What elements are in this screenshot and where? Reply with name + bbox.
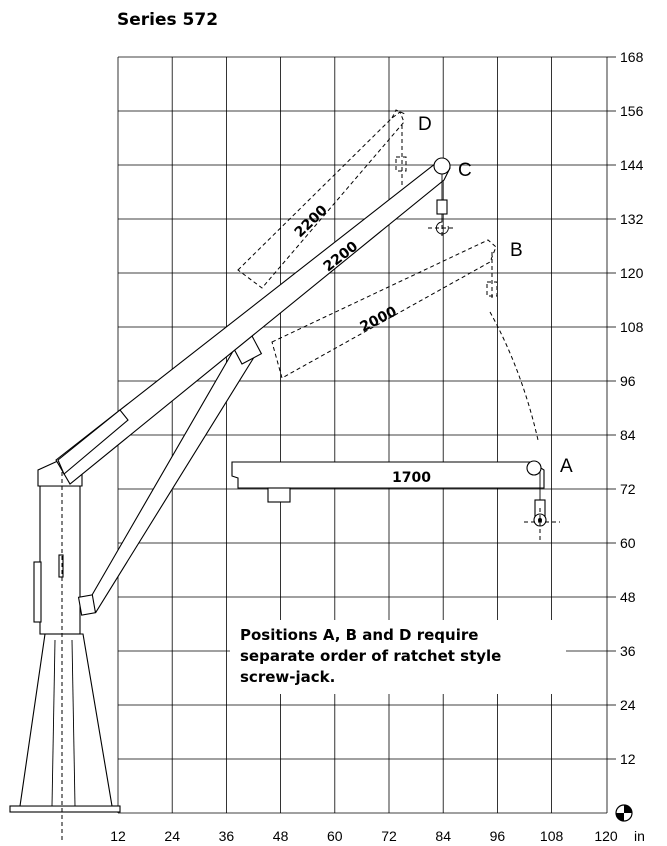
y-tick-label: 36 [620, 643, 636, 659]
note-background [230, 620, 566, 694]
y-axis-tick-labels: 12 24 36 48 60 72 84 96 108 120 132 144 156 168 [620, 49, 644, 767]
y-tick-label: 144 [620, 157, 644, 173]
note-line-1: Positions A, B and D require [240, 626, 478, 644]
x-tick-label: 24 [164, 828, 180, 844]
y-tick-label: 168 [620, 49, 644, 65]
boom-position-a: 1700 [231, 460, 560, 540]
x-tick-label: 60 [327, 828, 343, 844]
boom-d-label: 2200 [292, 202, 331, 241]
base-plate [9, 805, 121, 813]
x-tick-label: 96 [490, 828, 506, 844]
x-tick-label: 48 [273, 828, 289, 844]
y-tick-label: 72 [620, 481, 636, 497]
boom-a-label: 1700 [392, 470, 431, 486]
y-tick-label: 48 [620, 589, 636, 605]
x-tick-label: 36 [219, 828, 235, 844]
y-tick-label: 12 [620, 751, 636, 767]
y-tick-label: 96 [620, 373, 636, 389]
mast-side-plate [33, 561, 42, 623]
x-axis-tick-labels: 12 24 36 48 60 72 84 96 108 120 [110, 828, 618, 844]
x-tick-label: 72 [381, 828, 397, 844]
quarter-circle-target-icon [615, 804, 633, 822]
position-label-c: C [458, 160, 472, 181]
y-tick-label: 84 [620, 427, 636, 443]
position-label-b: B [510, 240, 523, 261]
crane-mast [9, 458, 121, 840]
position-label-a: A [560, 456, 573, 477]
x-axis-unit: in [634, 828, 645, 844]
y-tick-label: 156 [620, 103, 644, 119]
mast-slot [58, 554, 64, 578]
diagram-title: Series 572 [117, 10, 218, 30]
y-tick-label: 120 [620, 265, 644, 281]
boom-b-label: 2000 [358, 304, 400, 336]
grid [117, 56, 616, 814]
x-tick-label: 108 [540, 828, 564, 844]
y-tick-label: 60 [620, 535, 636, 551]
x-tick-label: 84 [435, 828, 451, 844]
mast-base [19, 633, 113, 807]
x-tick-label: 12 [110, 828, 126, 844]
y-tick-label: 132 [620, 211, 644, 227]
note-line-3: screw-jack. [240, 668, 335, 686]
note-line-2: separate order of ratchet style [240, 647, 501, 665]
position-label-d: D [418, 114, 432, 135]
y-tick-label: 108 [620, 319, 644, 335]
x-tick-label: 120 [594, 828, 618, 844]
y-tick-label: 24 [620, 697, 636, 713]
